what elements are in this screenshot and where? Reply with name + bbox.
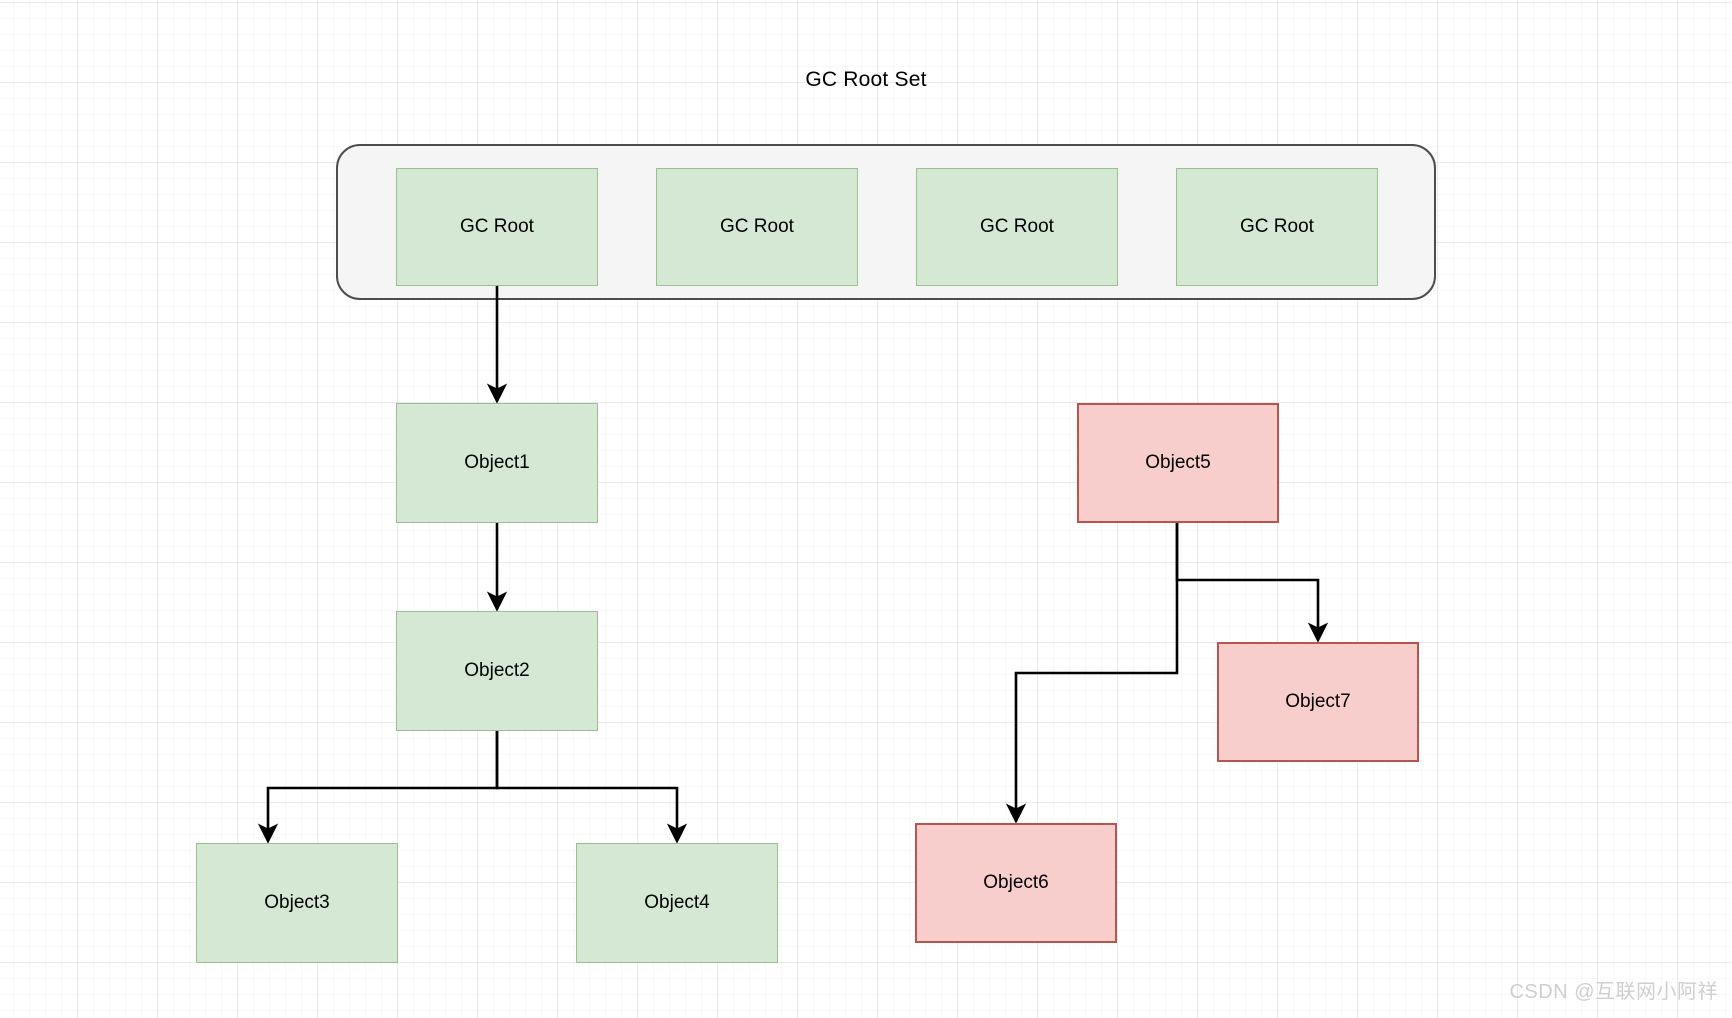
gc-root-label: GC Root xyxy=(720,216,794,237)
node-label: Object4 xyxy=(644,892,710,913)
node-object7[interactable]: Object7 xyxy=(1217,642,1419,762)
edge-object5-to-object6 xyxy=(1005,523,1179,824)
node-label: Object3 xyxy=(264,892,330,913)
gc-root-label: GC Root xyxy=(460,216,534,237)
node-object2[interactable]: Object2 xyxy=(396,611,598,731)
node-label: Object7 xyxy=(1285,691,1351,712)
node-object6[interactable]: Object6 xyxy=(915,823,1117,943)
edge-object2-to-object4 xyxy=(495,731,688,844)
gc-root-node-4[interactable]: GC Root xyxy=(1176,168,1378,286)
node-object5[interactable]: Object5 xyxy=(1077,403,1279,523)
watermark: CSDN @互联网小阿祥 xyxy=(1509,981,1718,1003)
node-label: Object5 xyxy=(1145,452,1211,473)
gc-root-label: GC Root xyxy=(980,216,1054,237)
node-label: Object1 xyxy=(464,452,530,473)
gc-root-node-2[interactable]: GC Root xyxy=(656,168,858,286)
gc-root-label: GC Root xyxy=(1240,216,1314,237)
page-title: GC Root Set xyxy=(805,68,927,91)
edge-object5-to-object7 xyxy=(1175,523,1329,643)
node-object3[interactable]: Object3 xyxy=(196,843,398,963)
gc-root-node-1[interactable]: GC Root xyxy=(396,168,598,286)
edge-object2-to-object3 xyxy=(257,731,499,844)
node-label: Object6 xyxy=(983,872,1049,893)
node-label: Object2 xyxy=(464,660,530,681)
node-object4[interactable]: Object4 xyxy=(576,843,778,963)
gc-root-node-3[interactable]: GC Root xyxy=(916,168,1118,286)
node-object1[interactable]: Object1 xyxy=(396,403,598,523)
